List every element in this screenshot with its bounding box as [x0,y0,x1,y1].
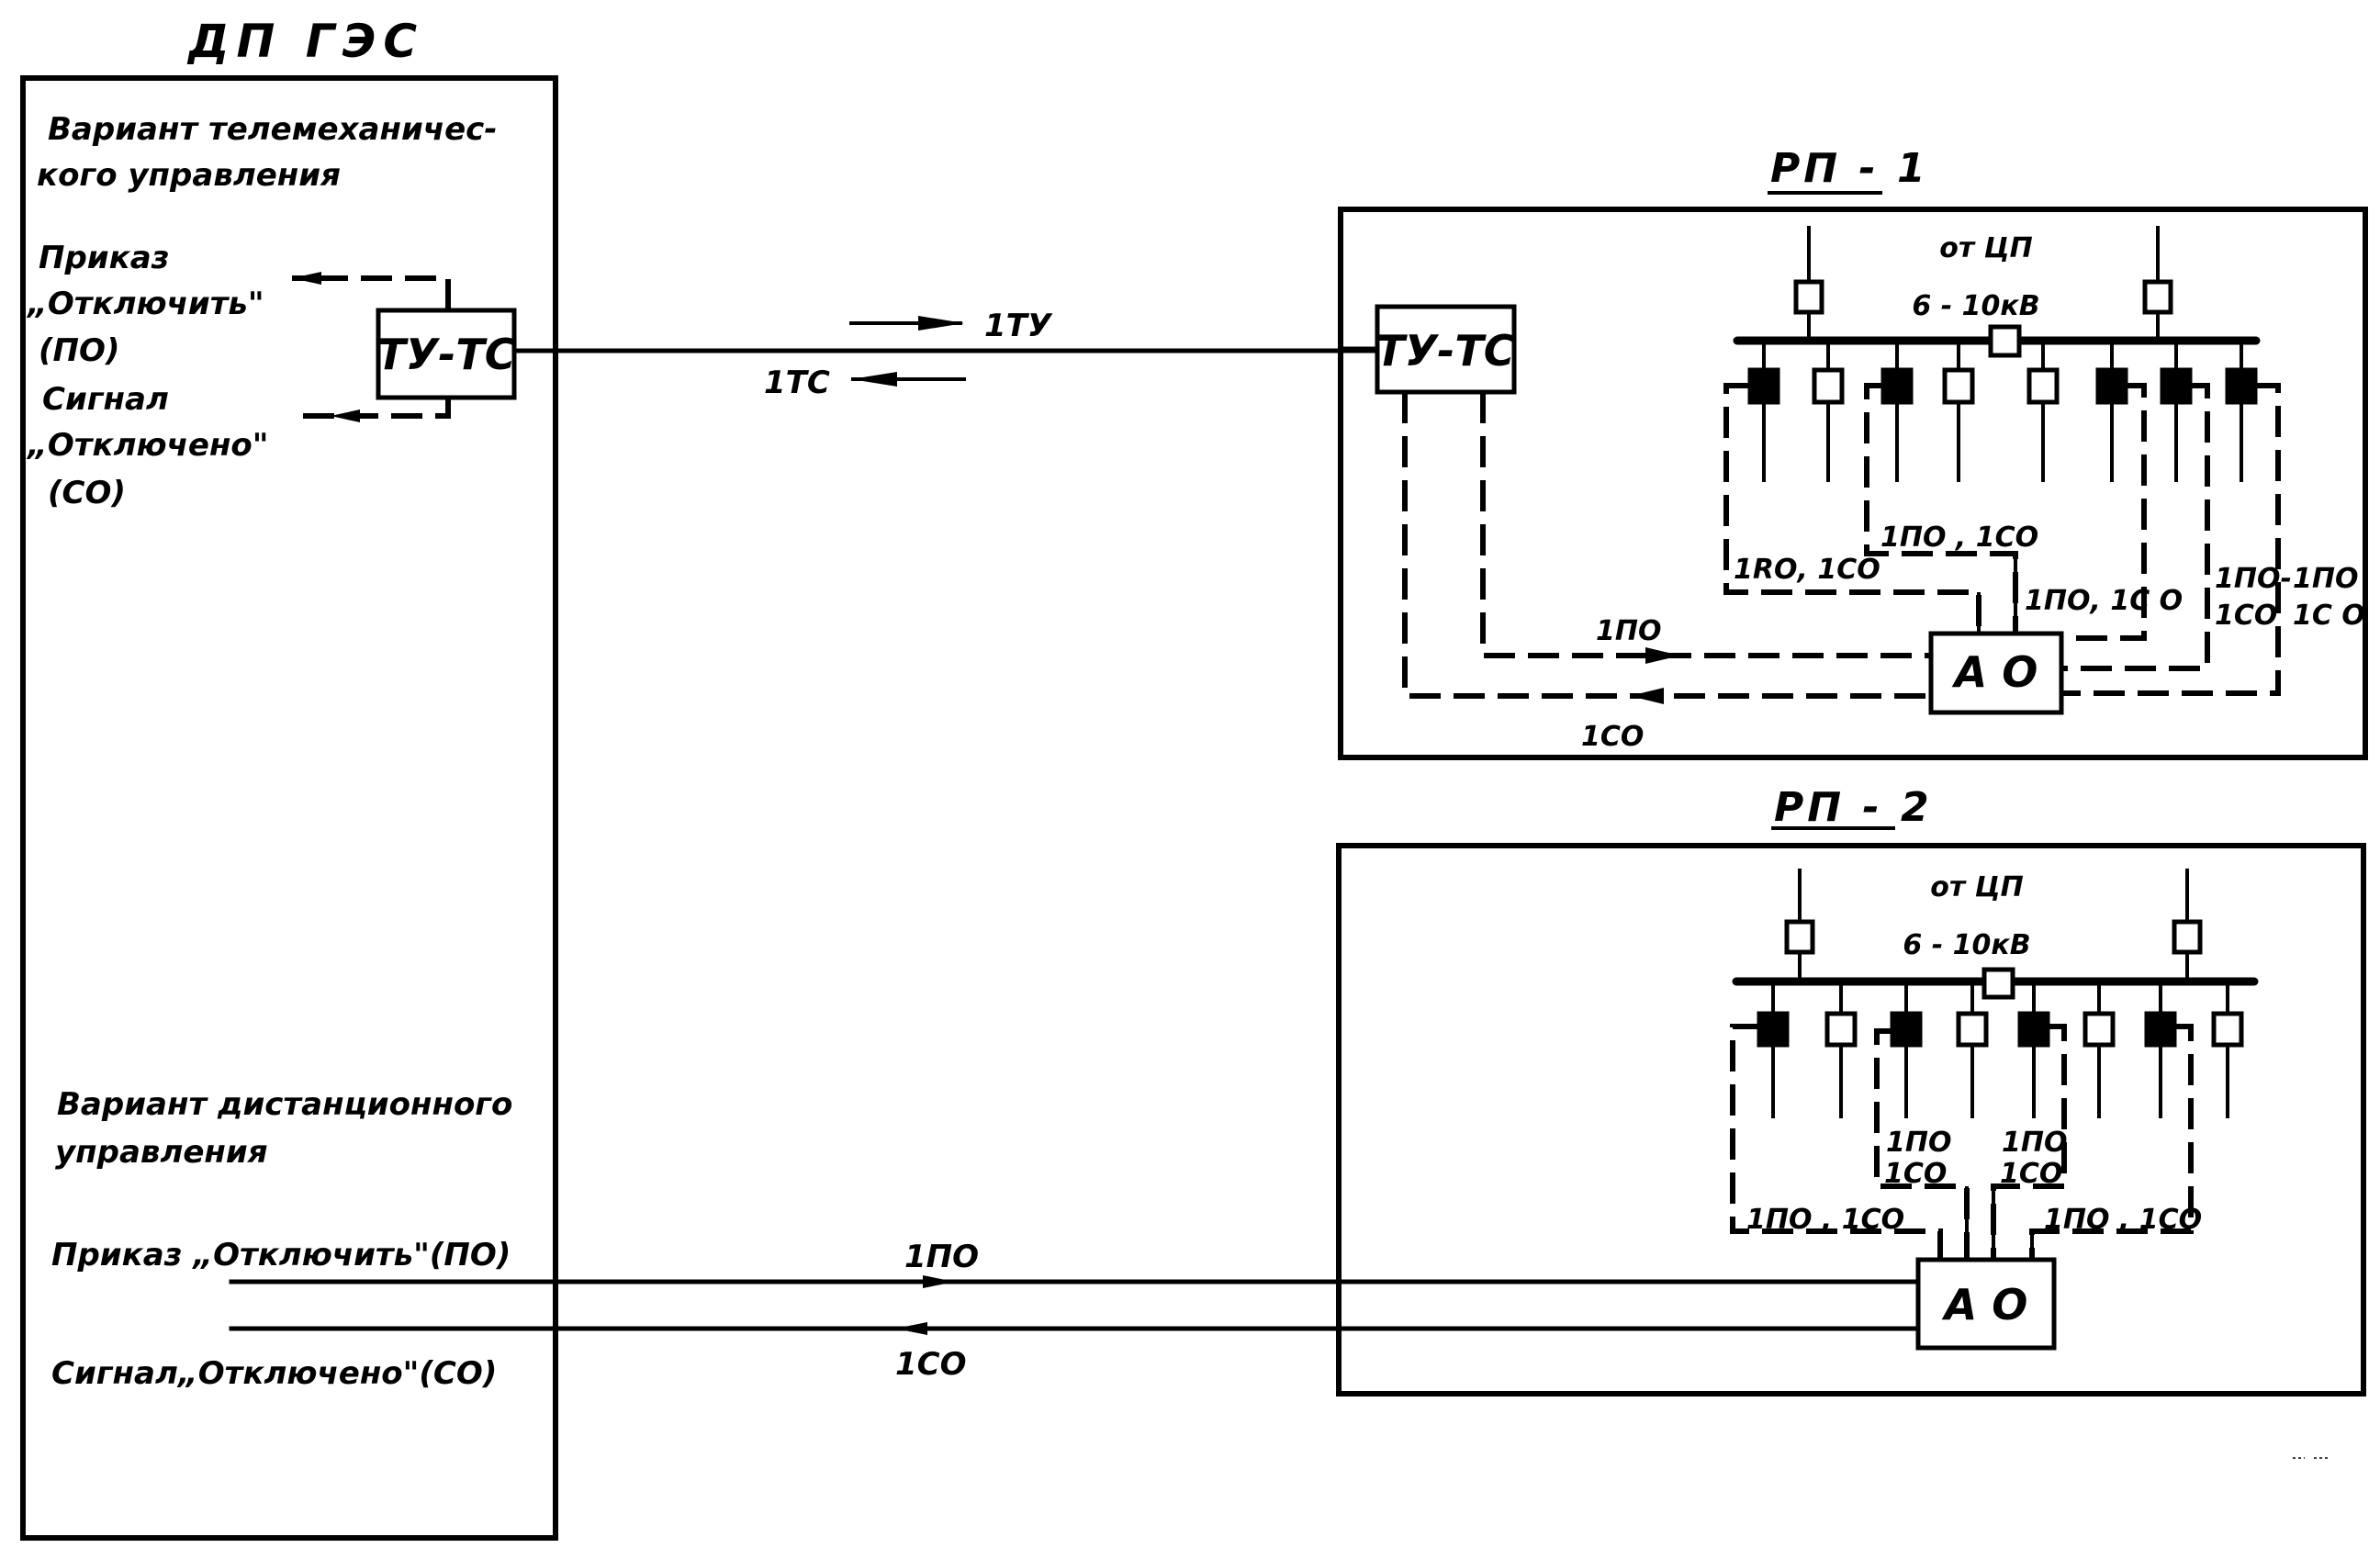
remote-channel: 1ПО 1СО [229,1239,1921,1383]
rp1-order-link [1480,392,1931,658]
signal-lead [294,398,451,422]
rp1-voltage-label: 6 - 10кВ [1912,290,2039,322]
rp2-feeder-breaker-closed [2017,1011,2050,1048]
remote-signal-arrow-icon [895,1322,927,1335]
rp1-incoming-breaker-1 [1793,279,1824,315]
remote-signal-label: Сигнал„Отключено"(СО) [51,1355,497,1392]
telemech-channel: 1ТУ 1ТС [511,308,1380,401]
dispatcher-panel-frame [20,75,558,1541]
rp1-order-arrow-icon [1645,647,1680,664]
dispatcher-panel: ДП ГЭС Вариант телемеханичес- кого управ… [20,15,558,1541]
rp1-feeder-link-e-label-2: 1С О [2293,600,2365,632]
rp1-feeder-link-c-label: 1ПО, 1С О [2025,585,2183,617]
rp1-source-label: от ЦП [1939,232,2032,264]
rp2-feeder-breaker-open [2211,1011,2244,1048]
rp2-voltage-label: 6 - 10кВ [1903,929,2030,961]
rp2-link-left-outer-label: 1ПО , 1СО [1746,1204,1904,1236]
tu-label: 1ТУ [984,308,1053,344]
rp1-feeder-link-b [1864,383,2018,634]
remote-heading-line1: Вариант дистанционного [57,1086,512,1123]
rp1-signal-link-label: 1СО [1581,721,1644,753]
order-arrow-icon [292,272,321,285]
rp2-feeder-breaker-open [1824,1011,1858,1048]
tc-label: 1ТС [764,365,830,401]
signal-label-line2: „Отключено" [26,427,269,464]
rp2-feeder-breaker-open [2082,1011,2116,1048]
rp2-link-right-outer-label: 1ПО , 1СО [2044,1204,2202,1236]
rp1-automation-label: А О [1952,647,2038,697]
rp1-feeder-breaker-open [2026,367,2060,405]
order-label-line1: Приказ [39,240,169,276]
rp2-link-inner-left-label-1: 1ПО [1886,1127,1951,1159]
remote-signal-channel-label: 1СО [895,1346,967,1383]
dispatcher-tu-tc-label: ТУ-ТС [376,330,515,379]
tc-arrow-icon [851,372,897,387]
rp1-signal-arrow-icon [1630,688,1664,704]
rp2-link-inner-right-label-1: 1ПО [2002,1127,2067,1159]
tu-arrow-icon [918,316,964,331]
remote-order-label: Приказ „Отключить"(ПО) [51,1237,511,1273]
rp1-feeder-breaker-closed [2225,367,2258,405]
rp1-feeder-link-b-label: 1ПО , 1СО [1880,522,2038,554]
dispatcher-tu-tc-unit [376,308,517,400]
order-label-line3: (ПО) [39,332,119,369]
dispatcher-title: ДП ГЭС [186,15,424,68]
rp2-automation-unit [1915,1257,2057,1351]
rp2-feeder-breaker-closed [2144,1011,2177,1048]
rp1-feeder-link-e-label-1: 1ПО [2293,563,2358,595]
rp1-feeder-link-a-label: 1RО, 1СО [1734,554,1880,586]
rp1-tu-tc-unit [1375,304,1517,395]
telemech-heading-line2: кого управления [37,157,341,194]
rp2-feeder-breaker-closed [1890,1011,1923,1048]
rp2-feeder-link-right-outer [2029,1024,2194,1260]
order-label-line2: „Отключить" [26,286,264,322]
rp1-feeder-link-d [2061,383,2210,671]
rp1-signal-link [1402,392,1931,699]
rp1-automation-unit [1928,631,2064,715]
rp1-feeder-link-e [2061,383,2281,696]
signal-arrow-icon [331,409,360,422]
rp1-incoming-breaker-2 [2142,279,2173,315]
rp2-incoming-breaker-2 [2172,919,2203,955]
remote-order-channel-label: 1ПО [904,1239,979,1275]
rp2-automation-label: А О [1942,1280,2028,1329]
rp2-feeder-breaker-closed [1757,1011,1790,1048]
rp1-order-link-label: 1ПО [1596,615,1661,647]
rp2-feeder-breaker-open [1956,1011,1989,1048]
rp1-feeder-link-d-label-2: 1СО [2215,600,2277,632]
rp1-feeder-link-c [2061,383,2147,641]
substation-rp1: РП - 1 от ЦП 6 - 10кВ ТУ-ТС 1ПО 1СО 1RО,… [1338,145,2368,760]
rp1-sectional-breaker [1988,324,2022,358]
rp1-feeder-breaker-closed [2095,367,2128,405]
rp2-frame [1336,843,2366,1397]
rp1-tu-tc-label: ТУ-ТС [1375,326,1514,376]
rp2-source-label: от ЦП [1930,871,2023,903]
order-lead [292,272,451,310]
rp1-feeders [1747,341,2258,482]
rp2-incoming-breaker-1 [1784,919,1815,955]
telemech-heading-line1: Вариант телемеханичес- [48,111,497,148]
rp1-feeder-breaker-open [1942,367,1975,405]
rp2-feeders [1757,982,2244,1118]
rp2-link-inner-right-label-2: 1СО [2000,1158,2062,1190]
rp1-title: РП - 1 [1770,145,1929,192]
rp1-feeder-breaker-closed [2160,367,2193,405]
signal-label-line3: (СО) [48,475,126,511]
rp1-feeder-breaker-closed [1880,367,1914,405]
substation-rp2: РП - 2 от ЦП 6 - 10кВ 1ПО , 1СО 1ПО 1СО … [1336,784,2366,1397]
remote-heading-line2: управления [55,1134,268,1171]
rp1-frame [1338,207,2368,760]
rp2-title: РП - 2 [1774,784,1933,831]
remote-order-arrow-icon [923,1275,955,1288]
rp2-link-inner-left-label-2: 1СО [1884,1158,1947,1190]
rp2-sectional-breaker [1981,967,2015,1000]
rp1-feeder-breaker-open [1812,367,1845,405]
signal-label-line1: Сигнал [42,381,169,418]
rp1-feeder-breaker-closed [1747,367,1780,405]
